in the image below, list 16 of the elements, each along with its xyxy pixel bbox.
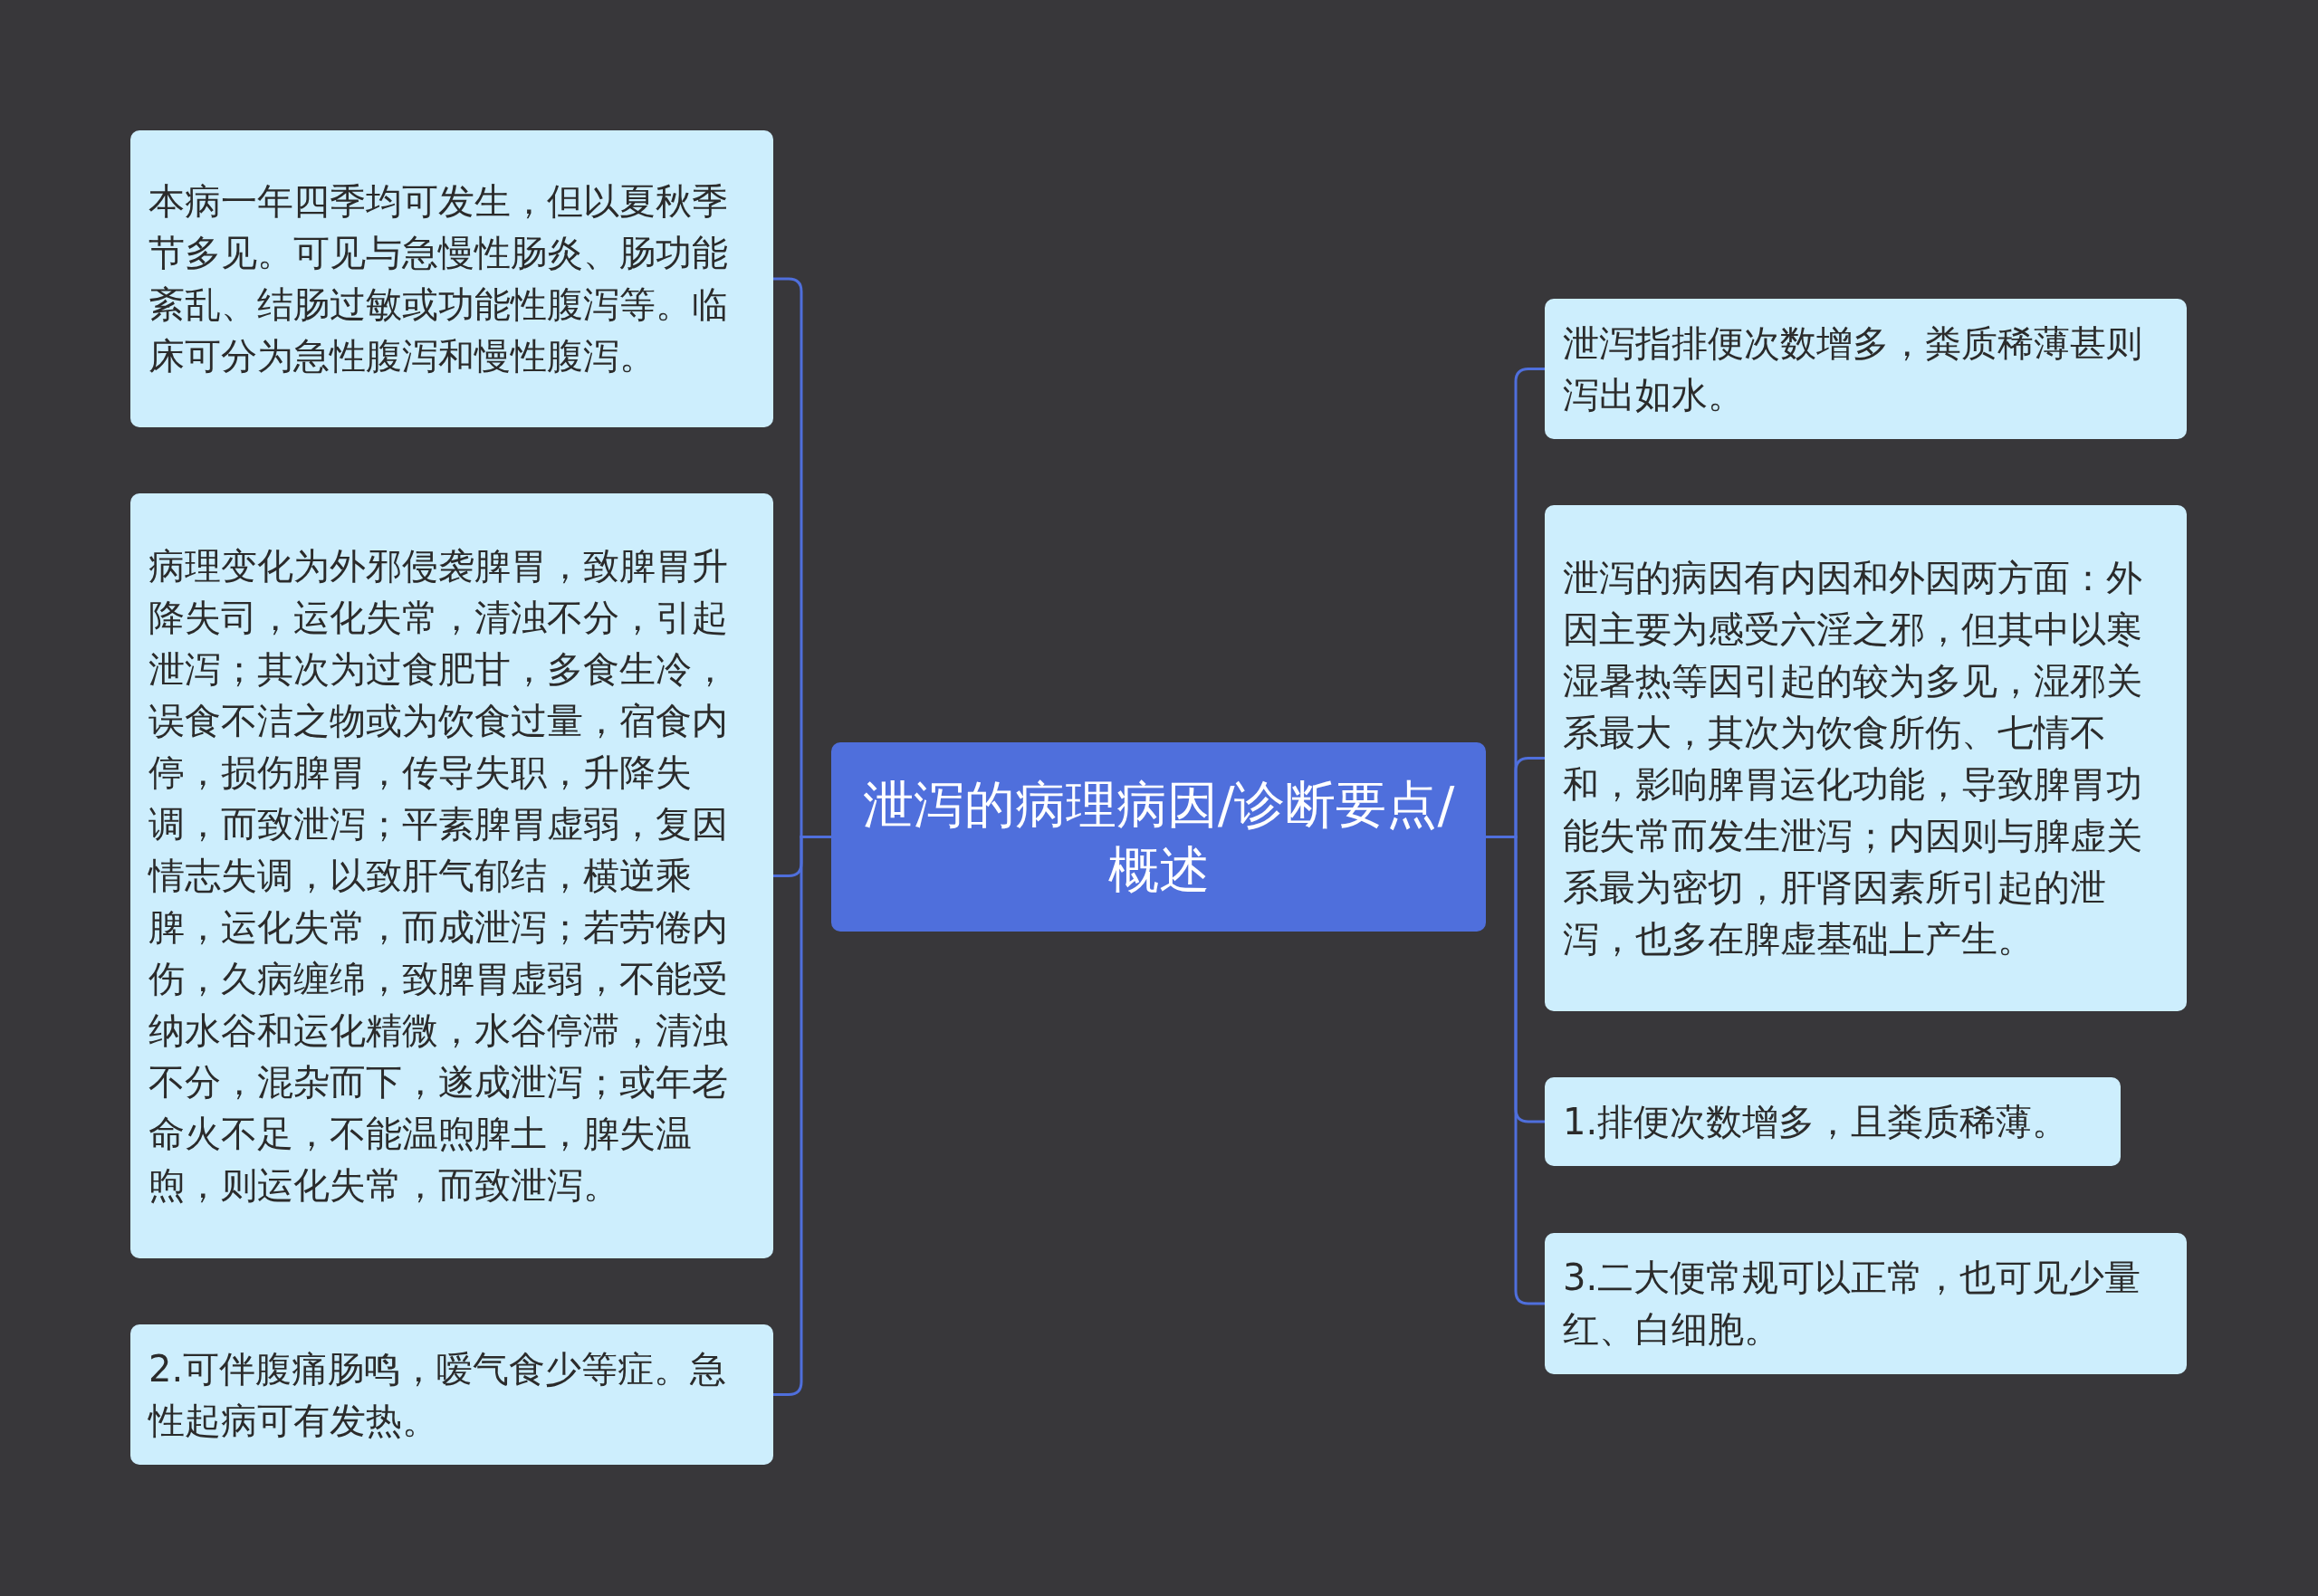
topic-text: 泄泻的病理病因/诊断要点/概述 (861, 773, 1456, 901)
central-topic-box (831, 742, 1486, 932)
topic-text: 病理变化为外邪侵袭脾胃，致脾胃升降失司，运化失常，清浊不分，引起泄泻；其次为过食肥甘，多食生冷，误食不洁之物或为饮食过量，宿食内停，损伤脾胃，传导失职，升降失调，而致泄泻；平素脾胃虚弱，复因情志失调，以致肝气郁结，横逆乘脾，运化失常，而成泄泻；若劳倦内伤，久病缠绵，致脾胃虚弱，不能受纳水谷和运化精微，水谷停滞，清浊不分，混杂而下，遂成泄泻；或年老命火不足，不能温煦脾土，脾失温煦，则运化失常，而致泄泻。 (148, 544, 729, 1208)
topic-text: 2.可伴腹痛肠鸣，嗳气食少等症。急性起病可有发热。 (148, 1346, 728, 1443)
topic-box (1545, 505, 2187, 1011)
topic-box (130, 493, 773, 1258)
topic-box (1545, 1233, 2187, 1374)
topic-box (130, 130, 773, 427)
topic-text: 泄泻指排便次数增多，粪质稀薄甚则泻出如水。 (1563, 320, 2143, 417)
topic-box (1545, 299, 2187, 439)
topic-box (1545, 1077, 2121, 1166)
topic-text: 1.排便次数增多，且粪质稀薄。 (1563, 1099, 2069, 1144)
topic-text: 泄泻的病因有内因和外因两方面：外因主要为感受六淫之邪，但其中以寒湿暑热等因引起的较为多见，湿邪关系最大，其次为饮食所伤、七情不和，影响脾胃运化功能，导致脾胃功能失常而发生泄泻；内因则与脾虚关系最为密切，肝肾因素所引起的泄泻，也多在脾虚基础上产生。 (1563, 555, 2143, 961)
topic-text: 3.二大便常规可以正常，也可见少量红、白细胞。 (1563, 1256, 2142, 1352)
topic-text: 本病一年四季均可发生，但以夏秋季节多见。可见与急慢性肠炎、肠功能紊乱、结肠过敏或功能性腹泻等。临床可分为急性腹泻和慢性腹泻。 (148, 179, 729, 378)
topic-box (130, 1324, 773, 1465)
